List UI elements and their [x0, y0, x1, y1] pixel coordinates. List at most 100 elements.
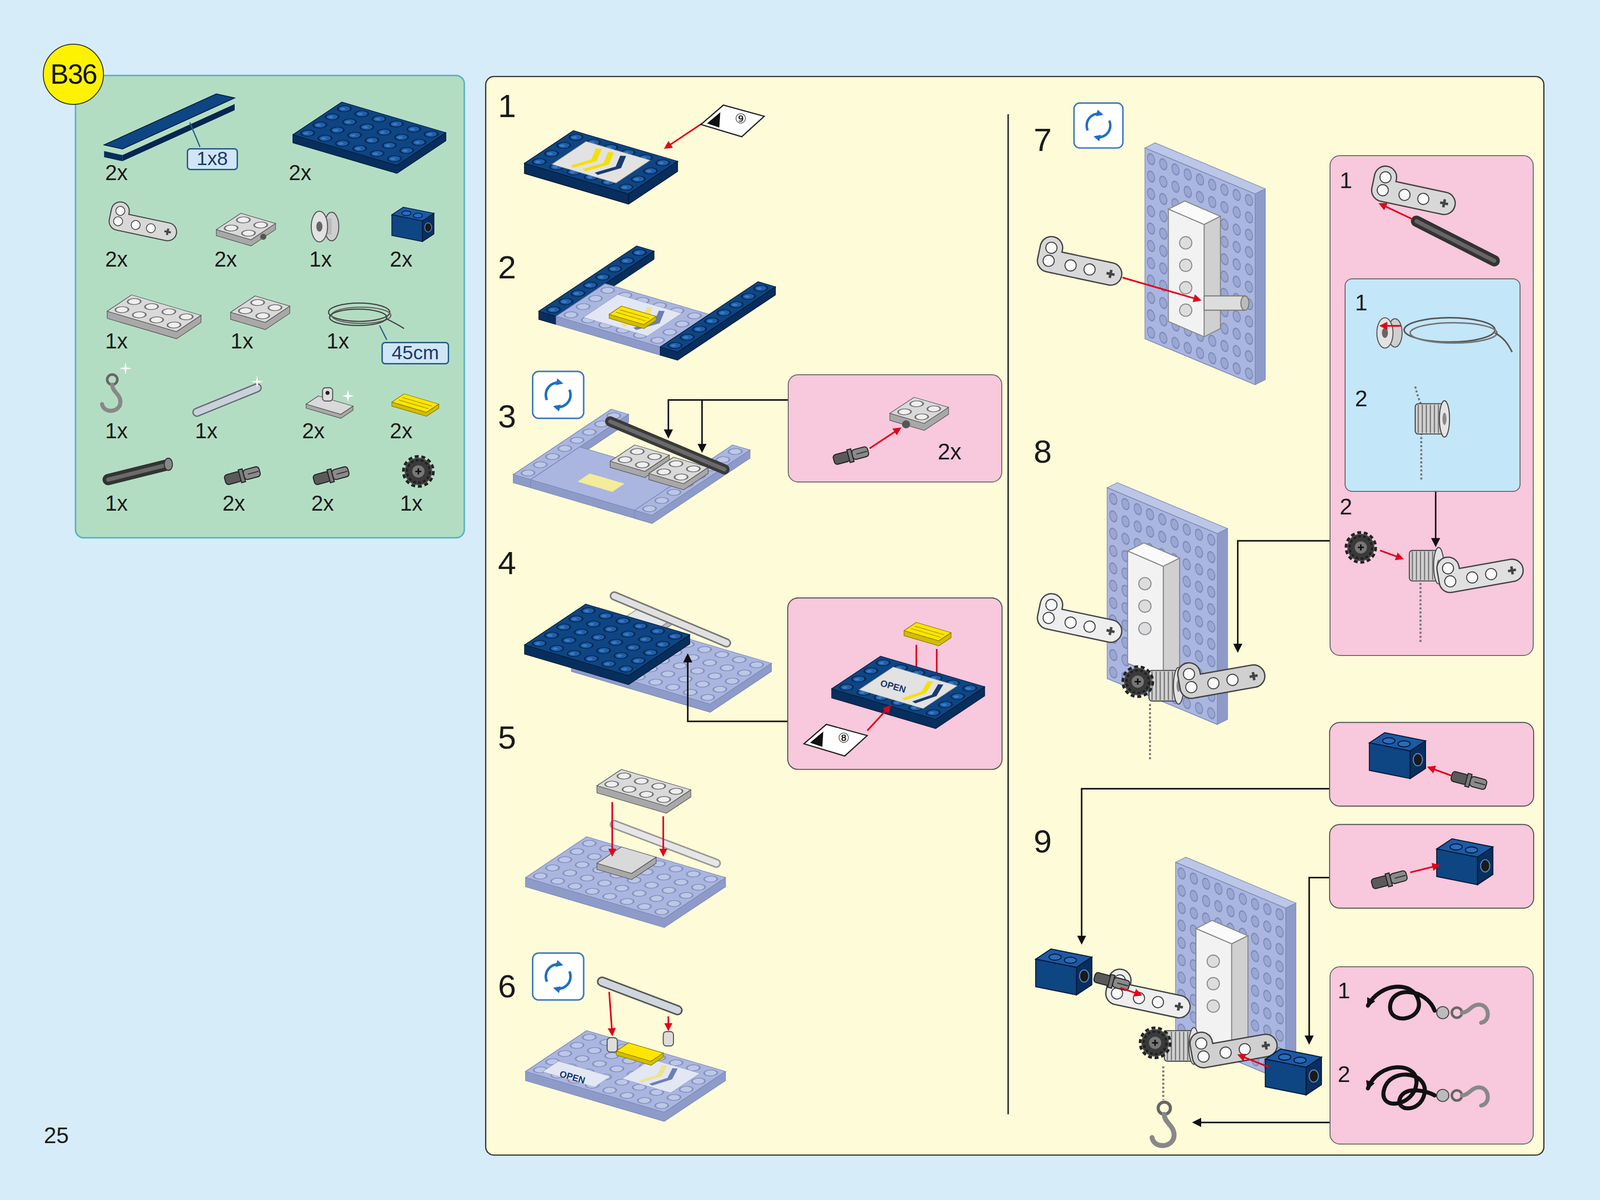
- polygon-shape: [103, 94, 235, 150]
- line-shape: [611, 802, 613, 856]
- step-6: [525, 953, 726, 1122]
- line-shape: [1238, 1055, 1270, 1068]
- rect-shape: [596, 769, 691, 807]
- line-shape: [619, 309, 650, 319]
- sub-callout-box: 12: [1344, 278, 1521, 492]
- path-shape: [1368, 1067, 1435, 1109]
- polygon-shape: [810, 731, 824, 748]
- use-shape: [107, 200, 181, 243]
- polygon-shape: [1217, 528, 1228, 725]
- rect-shape: [1203, 295, 1245, 310]
- callout-drawing: [1330, 967, 1533, 1145]
- polyline-shape: [650, 1068, 682, 1087]
- rect-shape: [485, 76, 1545, 1156]
- line-shape: [1381, 324, 1402, 327]
- callout-number: 2: [1337, 1063, 1351, 1086]
- rect-shape: [525, 1030, 726, 1113]
- use-shape: [1035, 234, 1127, 288]
- step-3: [513, 371, 788, 524]
- step-number: 2: [498, 251, 517, 284]
- circle-shape: [1138, 600, 1151, 613]
- rect-shape: [622, 1059, 701, 1094]
- quantity-label: 1x: [194, 420, 218, 443]
- rect-shape: [293, 102, 446, 166]
- polygon-shape: [701, 104, 765, 137]
- line-shape: [108, 465, 166, 480]
- g-shape: [831, 656, 985, 720]
- quantity-label: 1x: [104, 330, 128, 353]
- quantity-label: 2x: [104, 248, 128, 271]
- circle-shape: [1207, 977, 1220, 991]
- line-shape: [1409, 865, 1439, 873]
- use-shape: [1124, 668, 1151, 695]
- use-shape: [1434, 544, 1525, 595]
- line-shape: [1007, 114, 1009, 1115]
- use-shape: [404, 458, 432, 485]
- g-shape: [1175, 862, 1286, 1083]
- circle-shape: [1207, 955, 1220, 968]
- line-shape: [667, 1016, 669, 1030]
- line-shape: [910, 628, 941, 638]
- g-shape: [216, 213, 276, 240]
- use-shape: [1449, 769, 1489, 792]
- path-shape: [1162, 1066, 1165, 1101]
- line-shape: [609, 991, 613, 1035]
- line-shape: [1120, 988, 1141, 996]
- g-shape: [1144, 148, 1255, 385]
- sticker-tag: [801, 721, 870, 759]
- line-shape: [601, 982, 678, 1011]
- quantity-label: 1x: [308, 248, 332, 271]
- rect-shape: [1175, 862, 1286, 1083]
- path-shape: [1193, 1121, 1330, 1124]
- path-shape: [1420, 433, 1423, 482]
- rect-shape: [322, 388, 333, 402]
- path-shape: [1148, 704, 1151, 761]
- use-shape: [1370, 868, 1409, 891]
- use-shape: [312, 464, 351, 487]
- tag-text: 1x8: [196, 149, 228, 169]
- polygon-shape: [1127, 551, 1164, 679]
- rect-shape: [1175, 862, 1286, 1083]
- use-shape: [119, 362, 132, 375]
- polygon-shape: [1163, 558, 1180, 679]
- line-shape: [609, 421, 725, 470]
- ellipse-shape: [329, 309, 388, 326]
- step-4: [524, 595, 1002, 770]
- line-shape: [665, 123, 703, 149]
- step-number: 7: [1033, 123, 1053, 157]
- line-shape: [1428, 767, 1452, 776]
- step-1: [524, 123, 703, 205]
- step-number: 6: [498, 970, 517, 1003]
- quantity-label: 2x: [311, 492, 334, 515]
- quantity-label: 2x: [389, 248, 413, 271]
- step-number: 1: [498, 89, 517, 123]
- use-shape: [102, 374, 121, 411]
- rect-shape: [524, 604, 690, 676]
- line-shape: [662, 816, 665, 856]
- line-shape: [398, 400, 429, 409]
- line-shape: [1416, 221, 1495, 261]
- callout-box: 1212: [1329, 155, 1534, 657]
- dimension-tag: 45cm: [381, 341, 449, 365]
- use-shape: [341, 389, 355, 403]
- quantity-label: 2x: [214, 248, 238, 271]
- g-shape: [524, 604, 690, 676]
- use-shape: [831, 444, 870, 467]
- rect-shape: [525, 836, 726, 919]
- use-shape: [1141, 1029, 1169, 1057]
- path-shape: [385, 318, 404, 329]
- ellipse-shape: [1410, 323, 1498, 344]
- g-shape: [391, 394, 439, 413]
- step-number: 9: [1033, 825, 1053, 858]
- quantity-label: 2x: [104, 162, 128, 184]
- g-shape: [230, 295, 290, 323]
- rect-shape: [524, 130, 678, 195]
- rect-shape: [889, 397, 949, 424]
- path-shape: [668, 400, 788, 437]
- tag-text: 45cm: [391, 343, 440, 363]
- rect-shape: [75, 75, 465, 539]
- quantity-label: 2x: [301, 420, 325, 443]
- step-number: 8: [1033, 435, 1053, 468]
- circle-shape: [1436, 1089, 1450, 1102]
- g-shape: [889, 397, 949, 424]
